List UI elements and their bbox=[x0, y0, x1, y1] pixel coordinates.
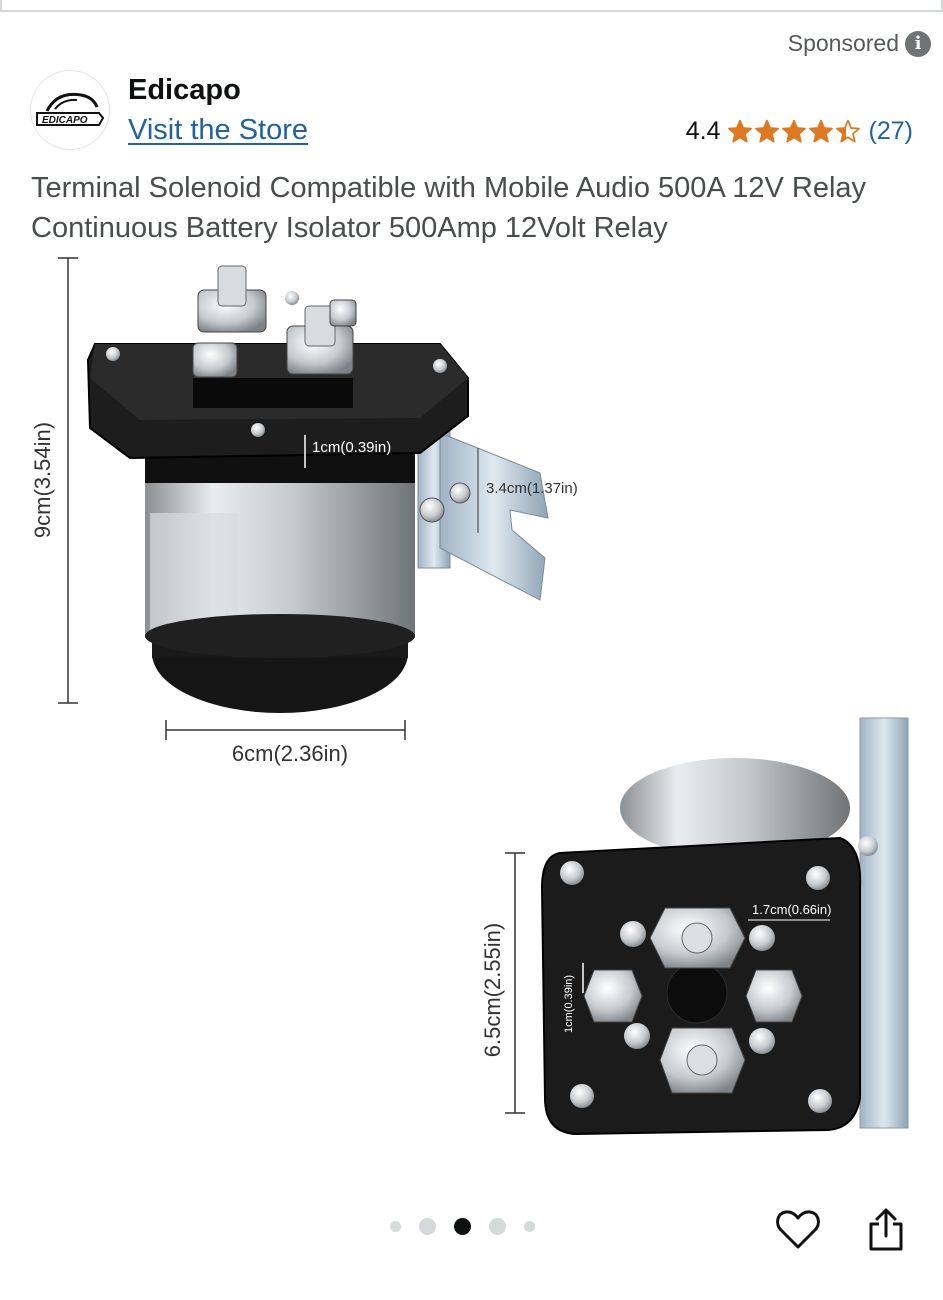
bracket-label: 3.4cm(1.37in) bbox=[486, 480, 578, 497]
heart-icon bbox=[776, 1210, 820, 1249]
star-icon bbox=[727, 119, 752, 143]
stud-gap-label: 1.7cm(0.66in) bbox=[752, 902, 831, 917]
dimension-face-height: 6.5cm(2.55in) bbox=[480, 852, 525, 1114]
visit-store-link[interactable]: Visit the Store bbox=[128, 114, 309, 146]
carousel-dot[interactable] bbox=[454, 1218, 471, 1235]
brand-name: Edicapo bbox=[128, 74, 241, 106]
solenoid-front-view: 1.7cm(0.66in) 1cm(0.39in) bbox=[540, 717, 909, 1136]
star-icon bbox=[808, 119, 833, 143]
star-icon bbox=[835, 119, 860, 143]
wishlist-button[interactable] bbox=[772, 1203, 824, 1255]
dimension-height: 9cm(3.54in) bbox=[30, 257, 78, 704]
product-image[interactable]: 9cm(3.54in) 6cm(2.36in) bbox=[0, 248, 943, 1148]
brand-logo[interactable]: EDICAPO bbox=[30, 70, 110, 150]
star-icon bbox=[754, 119, 779, 143]
info-icon[interactable]: i bbox=[905, 30, 931, 57]
product-title[interactable]: Terminal Solenoid Compatible with Mobile… bbox=[31, 172, 867, 244]
share-button[interactable] bbox=[860, 1203, 912, 1255]
share-icon bbox=[869, 1208, 903, 1251]
small-gap-label: 1cm(0.39in) bbox=[563, 975, 575, 1033]
brand-logo-mark: EDICAPO bbox=[36, 92, 105, 126]
carousel-dot[interactable] bbox=[489, 1218, 506, 1235]
rating-stars bbox=[727, 119, 861, 145]
brand-logo-text: EDICAPO bbox=[42, 115, 88, 126]
height-label: 9cm(3.54in) bbox=[30, 422, 55, 538]
carousel-dot[interactable] bbox=[419, 1218, 436, 1235]
terminal-gap-label: 1cm(0.39in) bbox=[312, 439, 391, 456]
rating-value: 4.4 bbox=[685, 117, 721, 145]
sponsored-label[interactable]: Sponsored i bbox=[788, 30, 931, 57]
width-label: 6cm(2.36in) bbox=[232, 741, 348, 766]
rating[interactable]: 4.4 (27) bbox=[686, 117, 913, 146]
sponsored-text: Sponsored bbox=[787, 30, 899, 56]
solenoid-side-view: 1cm(0.39in) 3.4cm(1.37in) bbox=[86, 265, 578, 713]
dimension-width: 6cm(2.36in) bbox=[165, 720, 406, 766]
image-carousel-dots[interactable] bbox=[390, 1218, 535, 1235]
carousel-dot[interactable] bbox=[390, 1221, 401, 1232]
top-divider bbox=[0, 0, 943, 12]
star-icon bbox=[781, 119, 806, 143]
carousel-dot[interactable] bbox=[524, 1221, 535, 1232]
face-height-label: 6.5cm(2.55in) bbox=[480, 923, 505, 1058]
review-count-link[interactable]: (27) bbox=[868, 117, 913, 145]
